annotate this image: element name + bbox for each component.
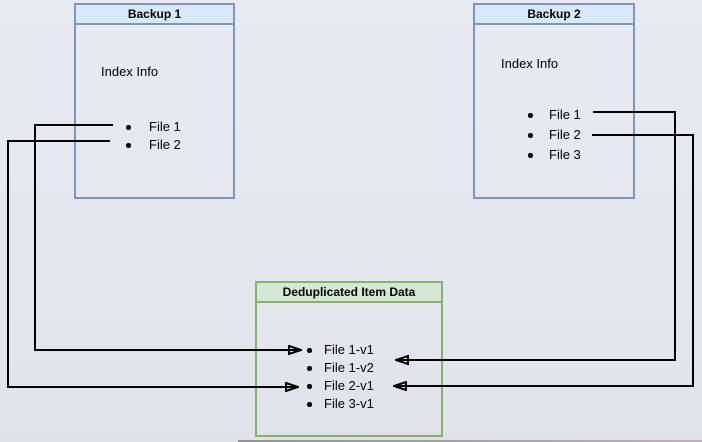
list-item: File 1-v1 [307,341,374,359]
backup1-file-list: File 1 File 2 [126,118,181,154]
list-item: File 3 [528,145,581,165]
list-item: File 2 [528,125,581,145]
dedup-item-list: File 1-v1 File 1-v2 File 2-v1 File 3-v1 [307,341,374,413]
backup1-title: Backup 1 [76,5,233,25]
backup2-file-list: File 1 File 2 File 3 [528,105,581,165]
backup2-box: Backup 2 Index Info File 1 File 2 File 3 [473,3,635,199]
window-bottom-edge [238,440,702,442]
backup2-title: Backup 2 [475,5,633,25]
backup1-box: Backup 1 Index Info File 1 File 2 [74,3,235,199]
dedup-title: Deduplicated Item Data [257,283,441,303]
list-item: File 1 [528,105,581,125]
dedup-box: Deduplicated Item Data File 1-v1 File 1-… [255,281,443,437]
list-item: File 1 [126,118,181,136]
list-item: File 1-v2 [307,359,374,377]
list-item: File 3-v1 [307,395,374,413]
backup1-index-info-label: Index Info [101,64,159,79]
list-item: File 2 [126,136,181,154]
list-item: File 2-v1 [307,377,374,395]
backup2-index-info-label: Index Info [501,56,559,71]
